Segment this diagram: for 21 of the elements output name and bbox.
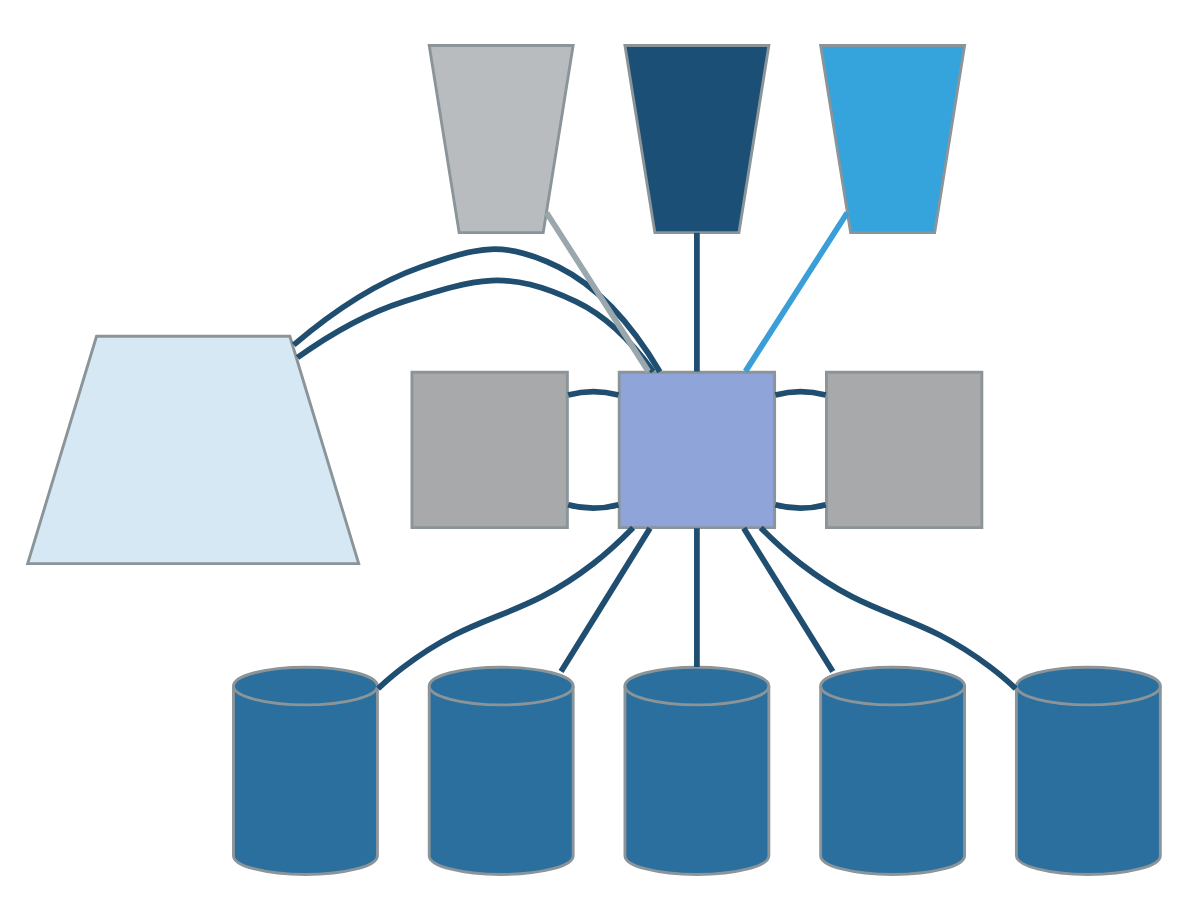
- connector: [758, 524, 1018, 690]
- node-box: [410, 369, 569, 529]
- connector: [295, 276, 656, 373]
- node-hopper: [623, 43, 771, 234]
- connector: [774, 387, 827, 397]
- node-box: [825, 369, 984, 529]
- node-hopper: [819, 43, 967, 234]
- connector: [567, 387, 620, 397]
- node-box: [617, 369, 777, 529]
- connector: [694, 527, 700, 666]
- connector: [741, 525, 836, 673]
- connector: [558, 525, 653, 673]
- node-hopper: [427, 43, 575, 234]
- connector: [376, 524, 636, 690]
- connector: [544, 210, 651, 372]
- connector: [743, 210, 850, 372]
- node-trapezium: [25, 333, 361, 565]
- connector: [567, 500, 620, 511]
- connector: [774, 500, 827, 511]
- connector: [291, 245, 663, 373]
- connector: [694, 231, 700, 371]
